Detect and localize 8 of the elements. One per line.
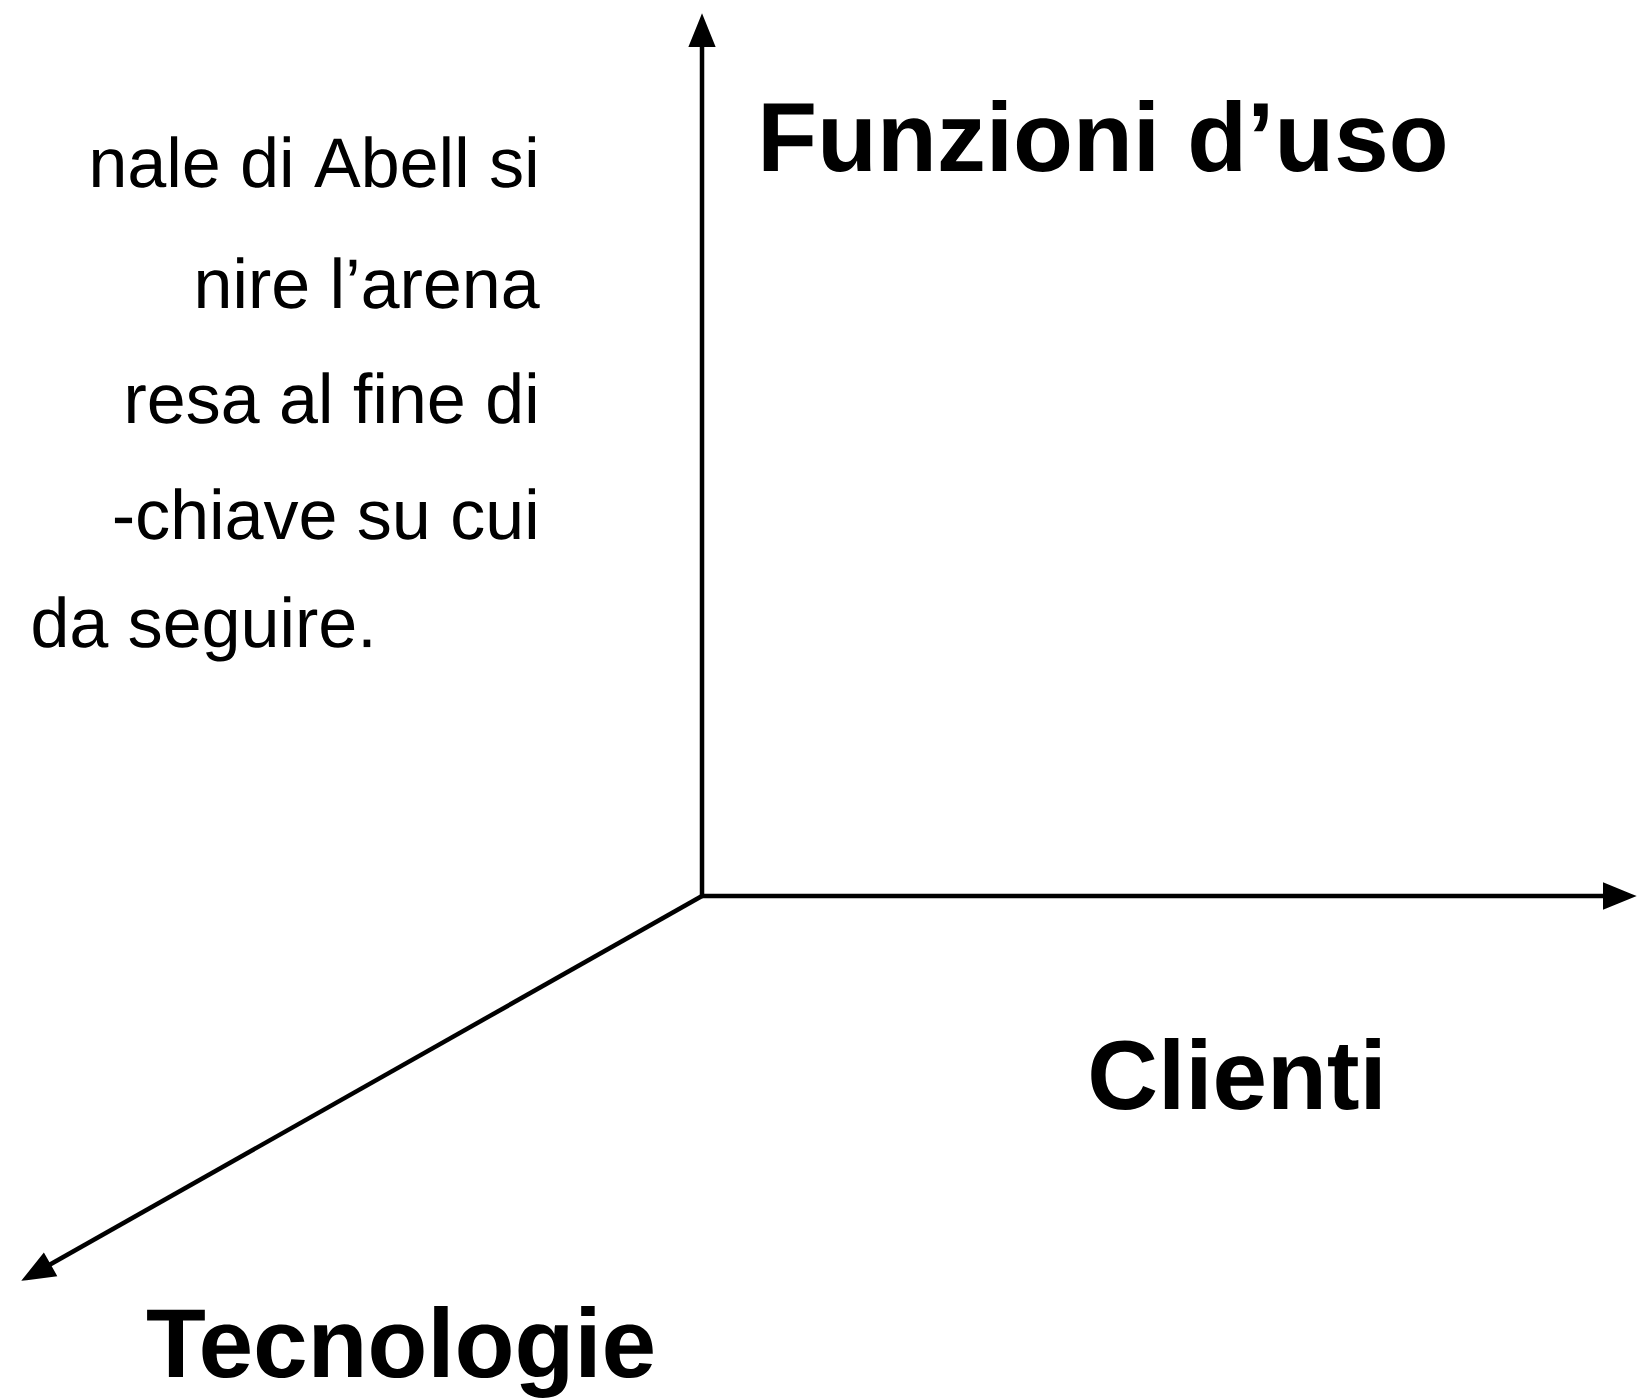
paragraph-line: nale di Abell si (93, 136, 535, 188)
paragraph-line: nire l’arena (198, 257, 540, 309)
axis-label: Funzioni d’uso (763, 100, 1445, 172)
paragraph-line: resa al fine di (128, 372, 535, 424)
paragraph-line: -chiave su cui (114, 488, 535, 540)
axis-label: Clienti (1091, 1038, 1380, 1110)
axis-label: Tecnologie (147, 1306, 653, 1398)
paragraph-line: da seguire. (33, 596, 371, 662)
